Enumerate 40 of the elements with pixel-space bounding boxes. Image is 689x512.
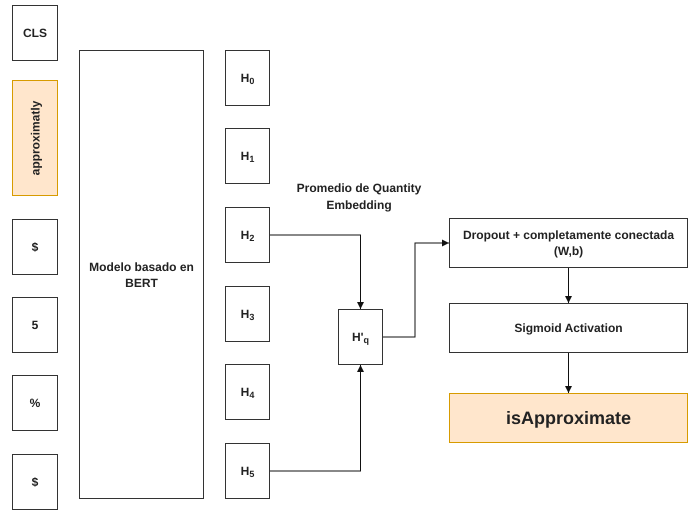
token-box xyxy=(225,364,270,420)
token-box xyxy=(12,375,58,431)
token-box xyxy=(225,443,270,499)
node-label: Modelo basado en BERT xyxy=(88,258,195,290)
arrow xyxy=(565,268,572,304)
token-box xyxy=(225,50,270,106)
output-box xyxy=(449,393,688,443)
node-label: $ xyxy=(30,474,40,490)
arrow xyxy=(270,234,364,310)
node-label: H$_{0}$ xyxy=(240,70,256,86)
token-box xyxy=(12,219,58,275)
node-label: H$_{3}$ xyxy=(240,306,256,322)
node-label: H$_{5}$ xyxy=(240,463,256,479)
model-box xyxy=(79,50,204,499)
node-label: % xyxy=(28,395,42,411)
node-label: Sigmoid Activation xyxy=(513,320,624,336)
token-box xyxy=(12,80,58,196)
node-label: H'$_{q}$ xyxy=(350,329,370,345)
layer-box xyxy=(449,303,688,353)
node-label: H$_{1}$ xyxy=(240,148,256,164)
caption-text: Promedio de Quantity Embedding xyxy=(296,180,422,214)
arrow xyxy=(382,240,450,338)
arrow xyxy=(565,352,572,394)
token-box xyxy=(12,5,58,61)
layer-box xyxy=(449,218,688,268)
node-label: H$_{2}$ xyxy=(240,227,256,243)
token-box xyxy=(225,207,270,263)
node-label: $ xyxy=(30,239,40,255)
token-box xyxy=(338,309,383,365)
token-box xyxy=(225,128,270,184)
node-label: isApproximate xyxy=(504,410,632,426)
node-label: H$_{4}$ xyxy=(240,384,256,400)
arrow xyxy=(270,364,364,472)
node-label: 5 xyxy=(30,317,40,333)
node-label: CLS xyxy=(22,25,48,41)
node-label: Dropout + completamente conectada (W,b) xyxy=(462,227,676,259)
token-box xyxy=(12,454,58,510)
token-box xyxy=(12,297,58,353)
node-label: approximatly xyxy=(27,100,43,176)
token-box xyxy=(225,286,270,342)
